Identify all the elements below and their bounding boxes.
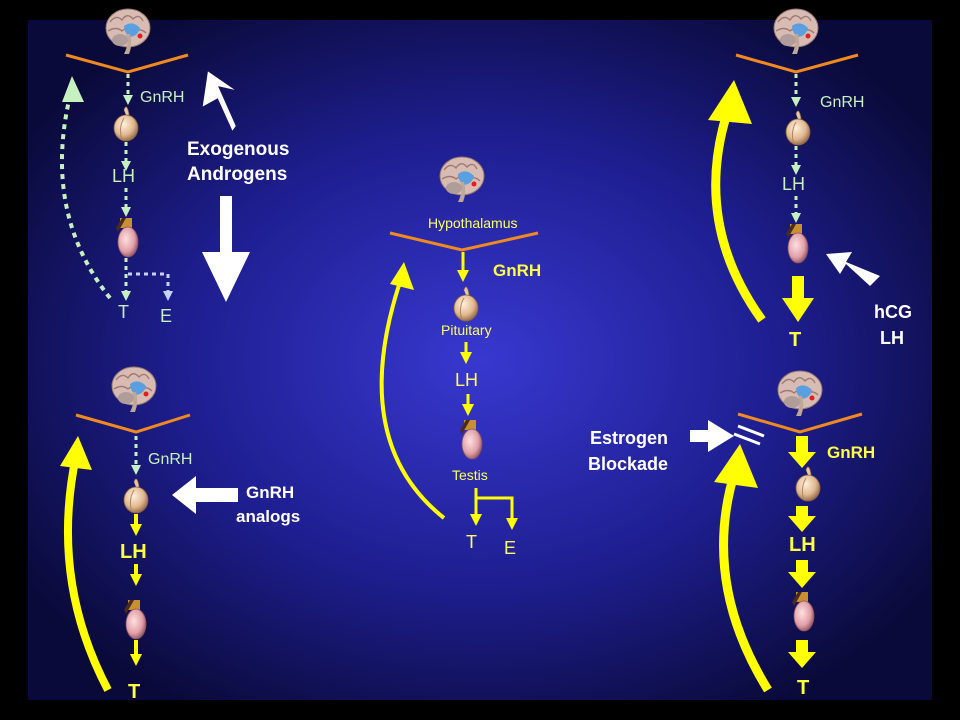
lh-label: LH: [455, 370, 478, 390]
background-panel: [28, 20, 932, 700]
diaphragm-line: [75, 413, 191, 434]
gnrh-arrow: [788, 436, 816, 468]
gnrh-analogs-arrow: [172, 476, 238, 514]
hypothalamus-label: Hypothalamus: [428, 215, 518, 231]
feedback-arrow: [63, 455, 112, 692]
hcg-label-line1: hCG: [874, 302, 912, 322]
feedback-arrow: [379, 275, 446, 520]
estrogen-label-line2: Blockade: [588, 454, 668, 474]
gnrh-label: GnRH: [140, 89, 184, 106]
exogenous-label-line2: Androgens: [187, 164, 287, 185]
lh-label: LH: [789, 534, 816, 556]
t-label: T: [128, 681, 140, 703]
e-label: E: [504, 538, 516, 558]
lh-label: LH: [782, 174, 805, 194]
estrogen-blockade-arrow: [690, 420, 734, 452]
negative-feedback-arrow: [59, 87, 112, 300]
feedback-arrowhead: [62, 76, 84, 102]
testis-e-arrow: [128, 272, 173, 301]
exogenous-up-arrow: [202, 71, 236, 131]
gnrh-label: GnRH: [493, 261, 541, 280]
pit-lh-arrow: [788, 506, 816, 532]
testis-e-arrow: [476, 496, 518, 530]
feedback-arrow: [719, 466, 772, 693]
t-label: T: [466, 532, 477, 552]
exogenous-down-arrow: [202, 196, 250, 302]
lh-testis-arrow: [788, 560, 816, 588]
hcg-label-line2: LH: [880, 328, 904, 348]
feedback-arrowhead: [708, 80, 752, 124]
t-label: T: [797, 677, 809, 699]
t-label: T: [118, 302, 129, 322]
testis-t-arrow: [788, 640, 816, 668]
panel-bottom-right: GnRH LH T Estrogen Blockade: [588, 370, 875, 699]
gnrh-label: GnRH: [820, 94, 864, 111]
diaphragm-line: [735, 53, 859, 74]
blockade-mark: [733, 432, 761, 446]
feedback-arrowhead: [60, 436, 92, 470]
gnrh-label: GnRH: [148, 451, 192, 468]
blockade-mark: [737, 424, 765, 438]
panel-center: Hypothalamus GnRH Pituitary LH Testis T …: [379, 156, 541, 558]
testis-t-arrow: [782, 276, 814, 322]
e-label: E: [160, 306, 172, 326]
gnrh-label: GnRH: [827, 443, 875, 462]
diaphragm-line: [737, 412, 863, 434]
t-label: T: [789, 329, 801, 351]
estrogen-label-line1: Estrogen: [590, 428, 668, 448]
lh-label: LH: [112, 166, 135, 186]
feedback-arrow: [711, 102, 766, 323]
feedback-arrowhead: [390, 262, 414, 290]
hcg-arrow: [826, 252, 880, 286]
analogs-label-line2: analogs: [236, 507, 300, 526]
pituitary-label: Pituitary: [441, 322, 492, 338]
lh-label: LH: [120, 541, 147, 563]
diaphragm-line: [389, 231, 539, 252]
panel-top-right: GnRH LH T hCG LH: [708, 8, 912, 351]
panel-top-left: GnRH LH T E Exogenous Androgens: [59, 8, 289, 326]
analogs-label-line1: GnRH: [246, 483, 294, 502]
diaphragm-line: [65, 53, 189, 74]
exogenous-label-line1: Exogenous: [187, 139, 289, 160]
feedback-arrowhead: [714, 444, 758, 488]
testis-label: Testis: [452, 467, 488, 483]
panel-bottom-left: GnRH LH T GnRH analogs: [60, 366, 300, 703]
